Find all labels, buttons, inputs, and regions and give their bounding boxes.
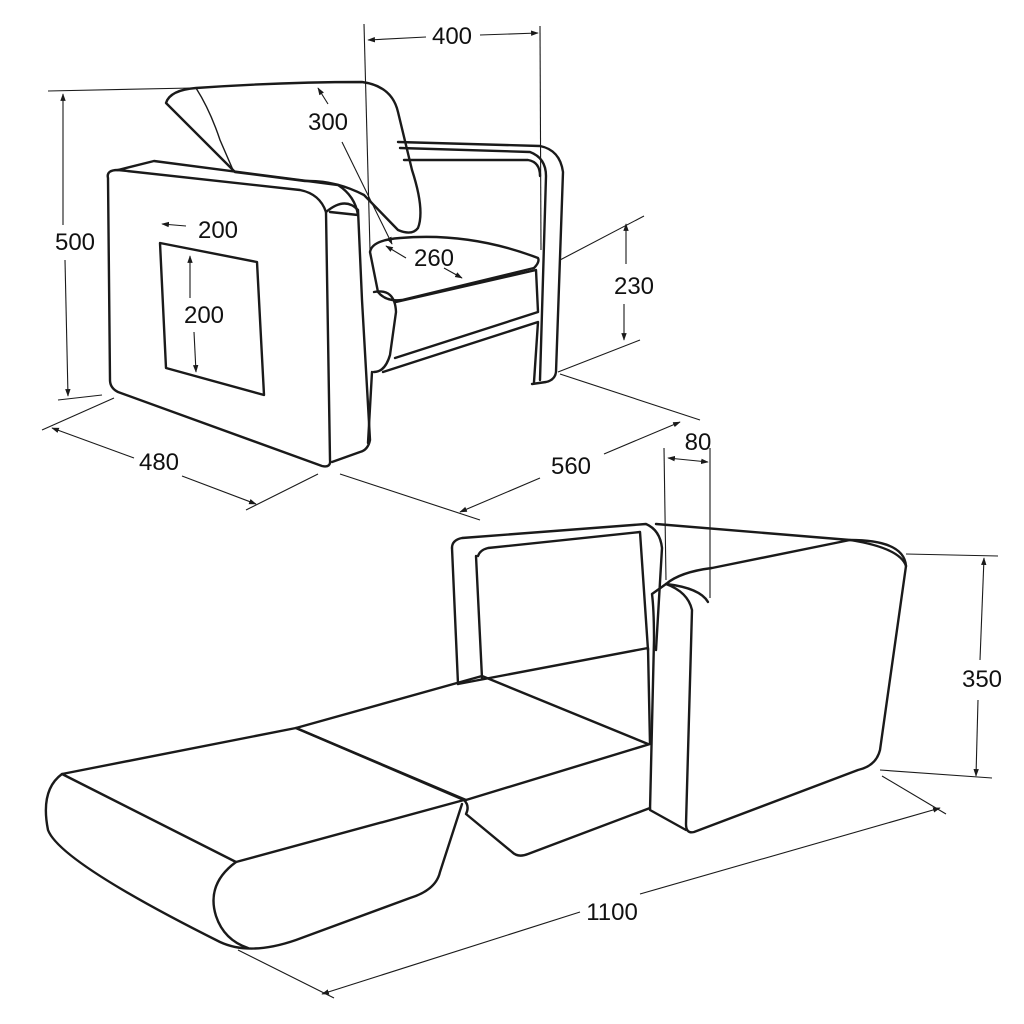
mattress-front — [60, 726, 466, 864]
left-armrest-front — [324, 202, 372, 464]
back-armrest — [450, 522, 664, 652]
back-armrest-inner — [476, 530, 650, 652]
right-armrest-top — [402, 158, 542, 178]
left-armrest-top — [116, 159, 360, 217]
armrest-top-bar — [654, 522, 908, 568]
dim-length-unfolded: 1100 — [586, 899, 638, 926]
mattress-mid-line — [294, 674, 650, 802]
armchair-folded-drawing — [106, 80, 565, 468]
dim-width-front: 560 — [551, 453, 591, 480]
armchair-unfolded-drawing — [44, 522, 908, 950]
dim-armrest-height-unfolded: 350 — [962, 666, 1002, 693]
dim-depth: 480 — [139, 449, 179, 476]
dim-backrest-height: 300 — [308, 109, 348, 136]
mattress-end-roll-front — [212, 860, 250, 950]
seat-front-roll — [372, 290, 398, 374]
backrest-fold — [195, 87, 234, 171]
left-armrest-side — [106, 168, 332, 468]
base-bottom — [366, 370, 374, 445]
side-pocket — [158, 241, 266, 397]
mattress-end-roll — [44, 772, 464, 950]
backrest-cushion — [164, 80, 422, 234]
folding-leg-notch — [462, 798, 652, 857]
dim-armrest-width: 80 — [685, 429, 712, 456]
back-armrest-left — [450, 546, 484, 686]
dim-pocket-width: 200 — [198, 217, 238, 244]
dim-width-top: 400 — [432, 23, 472, 50]
front-armrest-bend — [664, 582, 710, 604]
dim-total-height: 500 — [55, 229, 95, 256]
dim-seat-height: 230 — [614, 273, 654, 300]
seat-cushion — [368, 235, 540, 302]
mattress-seat-section — [456, 646, 652, 802]
base-front — [381, 320, 540, 384]
dim-pocket-height: 200 — [184, 302, 224, 329]
bottom-dimension-lines — [237, 447, 999, 999]
front-armrest-face — [648, 582, 688, 832]
right-armrest-inner — [398, 146, 548, 382]
top-dimension-lines — [41, 23, 701, 521]
seat-base-front — [393, 268, 540, 360]
right-armrest — [396, 140, 565, 386]
dim-seat-depth: 260 — [414, 245, 454, 272]
front-armrest — [664, 538, 908, 834]
